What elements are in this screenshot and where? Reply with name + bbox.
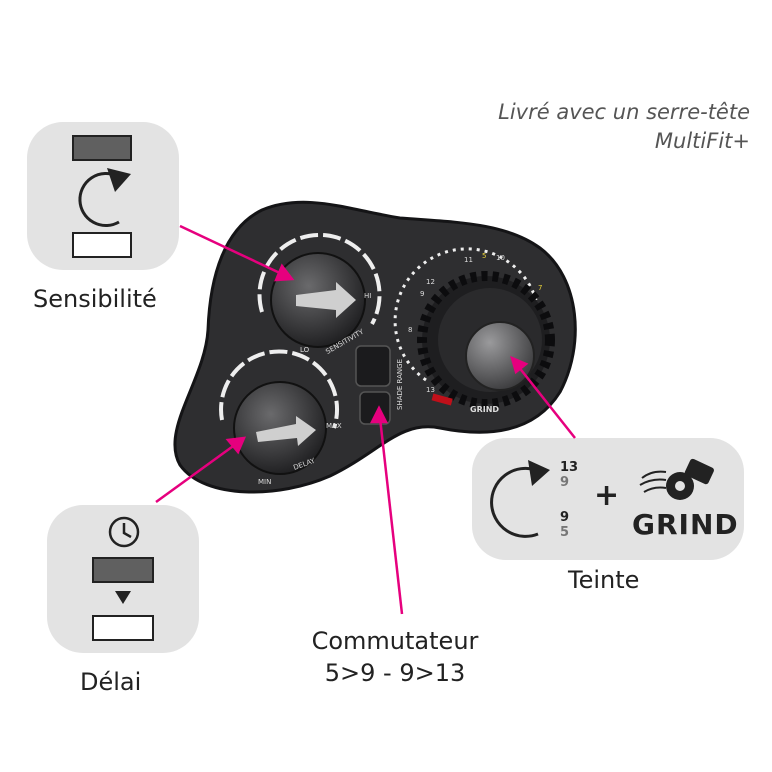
shade-grind-text: GRIND [470, 405, 499, 414]
shade-range-text: SHADE RANGE [396, 359, 404, 410]
switch-label-line-2: 5>9 - 9>13 [324, 659, 466, 687]
grinder-icon [639, 458, 714, 500]
dark-shade-box [92, 557, 154, 583]
shade-card: 13 9 9 5 + GRIND [472, 438, 744, 560]
shade-tick-12: 12 [426, 278, 435, 286]
shade-range-low: 9 5 [560, 510, 569, 540]
timer-clock-icon [108, 516, 140, 548]
shade-tick-10: 10 [496, 254, 505, 262]
sensitivity-label: Sensibilité [33, 285, 157, 313]
shade-number: 9 [560, 475, 570, 490]
switch-label: Commutateur 5>9 - 9>13 [270, 625, 520, 689]
rotate-clockwise-icon [78, 168, 131, 227]
delay-knob[interactable]: MIN MAX DELAY [219, 349, 342, 486]
shade-number: 5 [560, 525, 570, 540]
note-line-1: Livré avec un serre-tête [498, 100, 750, 124]
sensitivity-lo-label: LO [300, 346, 310, 354]
delay-min-label: MIN [258, 478, 271, 486]
shade-number: 9 [560, 510, 570, 525]
multifit-note: Livré avec un serre-tête MultiFit+ [450, 98, 750, 156]
shade-range-high: 13 9 [560, 460, 578, 490]
rotate-clockwise-icon [490, 460, 550, 538]
light-shade-box [72, 232, 132, 258]
switch-label-line-1: Commutateur [311, 627, 479, 655]
shade-number: 13 [560, 460, 579, 475]
delay-label: Délai [80, 668, 142, 696]
dark-shade-box [72, 135, 132, 161]
shade-tick-5: 5 [482, 252, 486, 260]
delay-max-label: MAX [326, 422, 342, 430]
delay-card [47, 505, 199, 653]
shade-label: Teinte [568, 566, 640, 594]
pointer-lines [155, 224, 576, 615]
grind-label: GRIND [632, 508, 739, 541]
sensitivity-card [27, 122, 179, 270]
shade-tick-9: 9 [420, 290, 424, 298]
shade-tick-8: 8 [408, 326, 412, 334]
shade-tick-7: 7 [538, 284, 542, 292]
note-line-2: MultiFit+ [654, 129, 750, 153]
shade-tick-11: 11 [464, 256, 473, 264]
sensitivity-hi-label: HI [364, 292, 371, 300]
down-arrow-icon [115, 591, 131, 604]
plus-sign: + [594, 478, 620, 513]
light-shade-box [92, 615, 154, 641]
shade-tick-13: 13 [426, 386, 435, 394]
